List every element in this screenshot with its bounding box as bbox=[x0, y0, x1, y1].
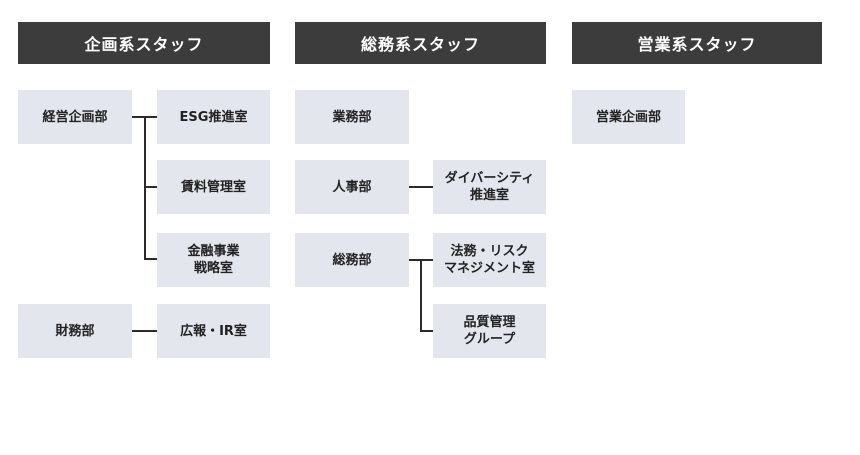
office-pr-ir: 広報・IR室 bbox=[157, 304, 270, 358]
office-rent-management: 賃料管理室 bbox=[157, 160, 270, 214]
connector-line bbox=[420, 330, 433, 332]
office-esg-promotion: ESG推進室 bbox=[157, 90, 270, 144]
header-general-affairs-staff: 総務系スタッフ bbox=[295, 22, 546, 64]
header-planning-staff: 企画系スタッフ bbox=[18, 22, 270, 64]
dept-corporate-planning: 経営企画部 bbox=[18, 90, 132, 144]
office-financial-business-strategy: 金融事業 戦略室 bbox=[157, 233, 270, 287]
header-sales-staff: 営業系スタッフ bbox=[572, 22, 822, 64]
connector-line bbox=[132, 330, 157, 332]
dept-human-resources: 人事部 bbox=[295, 160, 409, 214]
connector-line bbox=[420, 259, 422, 331]
dept-general-affairs: 総務部 bbox=[295, 233, 409, 287]
dept-finance: 財務部 bbox=[18, 304, 132, 358]
office-legal-risk-management: 法務・リスク マネジメント室 bbox=[433, 233, 546, 287]
dept-operations: 業務部 bbox=[295, 90, 409, 144]
dept-sales-planning: 営業企画部 bbox=[572, 90, 685, 144]
connector-line bbox=[144, 116, 146, 260]
connector-line bbox=[144, 258, 157, 260]
connector-line bbox=[409, 186, 433, 188]
office-diversity-promotion: ダイバーシティ 推進室 bbox=[433, 160, 546, 214]
connector-line bbox=[144, 186, 157, 188]
office-quality-control-group: 品質管理 グループ bbox=[433, 304, 546, 358]
